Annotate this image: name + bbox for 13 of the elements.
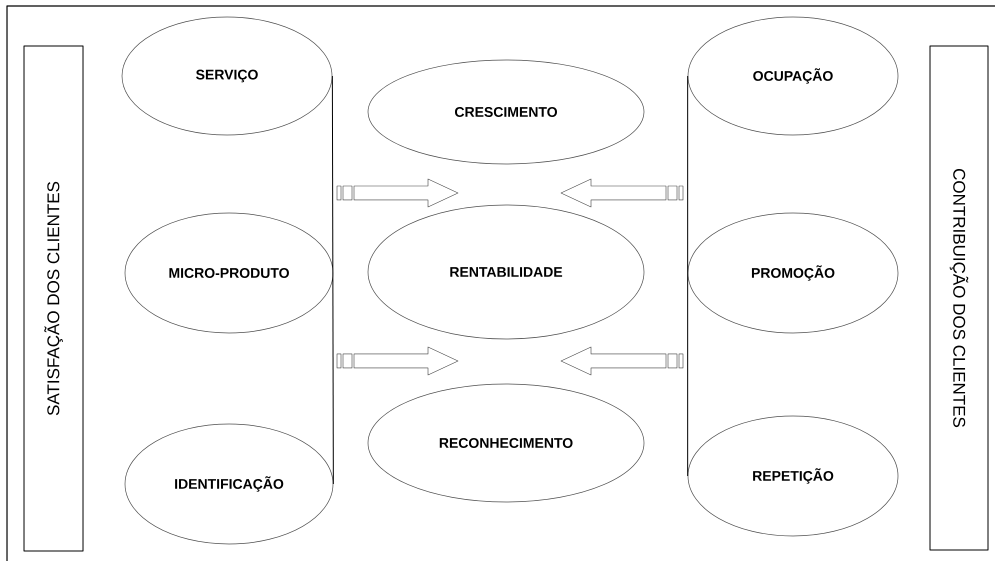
- ellipse-node: IDENTIFICAÇÃO: [124, 424, 334, 544]
- ellipse-node: RENTABILIDADE: [368, 204, 644, 340]
- connector-line: [332, 76, 334, 484]
- ellipse-node: PROMOÇÃO: [688, 212, 898, 334]
- ellipse-node: MICRO-PRODUTO: [124, 212, 334, 334]
- connector-line: [687, 76, 688, 476]
- ellipse-node: REPETIÇÃO: [688, 416, 898, 536]
- ellipse-node: RECONHECIMENTO: [368, 384, 644, 502]
- ellipse-node: CRESCIMENTO: [368, 60, 644, 164]
- ellipse-node: SERVIÇO: [122, 16, 332, 136]
- ellipse-node: OCUPAÇÃO: [688, 16, 898, 136]
- vertical-label-box: CONTRIBUIÇÃO DOS CLIENTES: [930, 45, 988, 550]
- vertical-label-box: SATISFAÇÃO DOS CLIENTES: [24, 45, 84, 552]
